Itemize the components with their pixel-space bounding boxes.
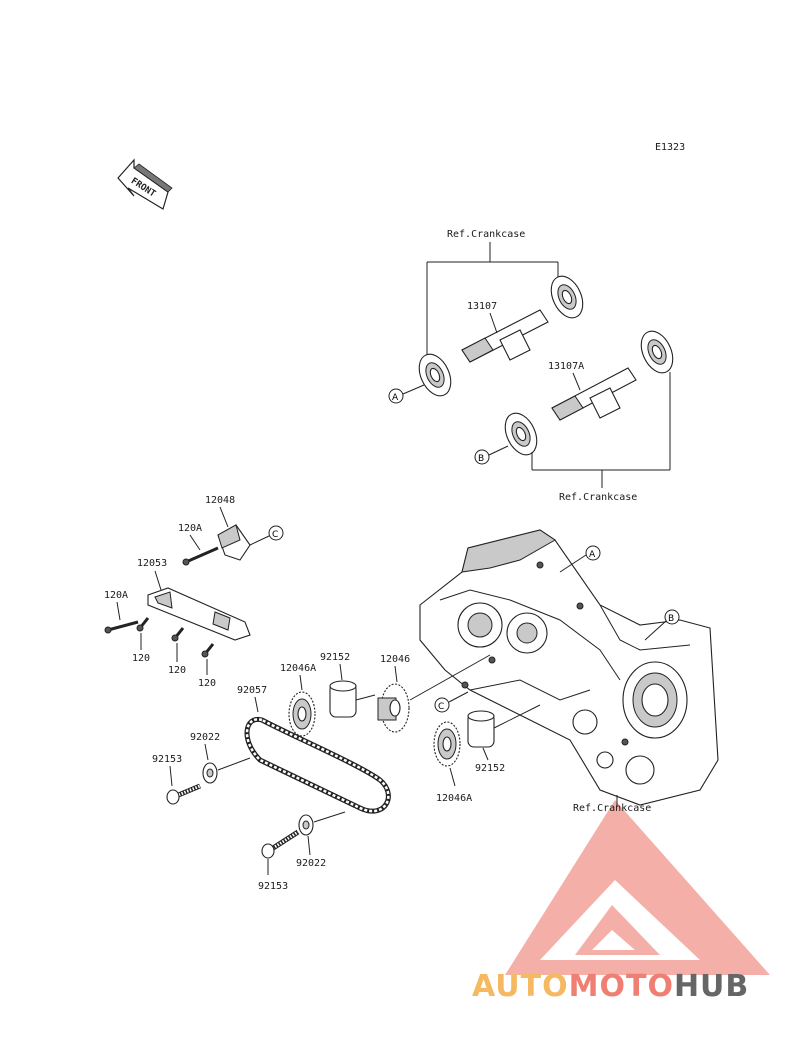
sprocket-12046: [377, 683, 410, 733]
bolt-120a-left: [104, 620, 139, 634]
bolt-120-a: [136, 617, 150, 632]
front-arrow: FRONT: [117, 158, 173, 210]
bearing-top-right: [550, 275, 584, 319]
shaft-13107a: [551, 367, 637, 421]
svg-text:A: A: [589, 550, 596, 560]
leader-3: [493, 704, 541, 729]
callout-a-case: A: [559, 545, 601, 573]
leader-2: [409, 654, 491, 701]
label-13107: 13107: [467, 301, 497, 312]
callout-b-case: B: [644, 609, 680, 641]
label-13107a: 13107A: [548, 361, 584, 372]
callout-a-top: A: [388, 384, 425, 404]
bolt-92153-top: [166, 783, 201, 805]
label-12046a-top: 12046A: [280, 663, 316, 674]
label-120-b: 120: [168, 665, 186, 676]
svg-text:B: B: [478, 454, 484, 464]
label-120-a: 120: [132, 653, 150, 664]
watermark-text: AUTOMOTOHUB: [472, 969, 749, 1004]
bolt-120a-top: [182, 546, 219, 566]
svg-text:AUTOMOTOHUB: AUTOMOTOHUB: [472, 969, 749, 1004]
label-92022-top: 92022: [190, 732, 220, 743]
sprocket-12046a-bottom: [433, 721, 461, 767]
label-92057: 92057: [237, 685, 267, 696]
chain-92057: [244, 716, 391, 814]
bolt-92153-bottom: [261, 829, 300, 859]
ref-crankcase-top-label: Ref.Crankcase: [447, 229, 525, 240]
callout-c-tensioner: C: [249, 525, 284, 546]
svg-text:C: C: [272, 530, 278, 540]
sprocket-12046a-top: [288, 691, 316, 737]
washer-92022-bottom: [298, 814, 314, 836]
label-92022-bottom: 92022: [296, 858, 326, 869]
label-12048: 12048: [205, 495, 235, 506]
watermark-logo: [505, 800, 770, 975]
collar-92152-bottom: [467, 710, 495, 748]
washer-92022-top: [202, 762, 218, 784]
label-92153-bottom: 92153: [258, 881, 288, 892]
crankcase: [419, 529, 719, 806]
ref-crankcase-mid-bracket: [531, 372, 671, 488]
callout-b-top: B: [474, 445, 509, 465]
svg-text:B: B: [668, 614, 674, 624]
svg-text:C: C: [438, 702, 444, 712]
leader-1: [355, 694, 376, 701]
watermark-hub: HUB: [674, 969, 749, 1004]
label-92152-top: 92152: [320, 652, 350, 663]
watermark-moto: MOTO: [569, 969, 674, 1004]
bearing-b: [504, 412, 538, 456]
shaft-13107: [461, 309, 549, 363]
bearing-mid-right: [640, 330, 674, 374]
watermark-auto: AUTO: [472, 969, 569, 1004]
collar-92152-top: [329, 680, 357, 718]
label-92152-bottom: 92152: [475, 763, 505, 774]
ref-crankcase-bottom-label: Ref.Crankcase: [573, 803, 651, 814]
guide-12053: [147, 587, 251, 641]
label-12046a-bottom: 12046A: [436, 793, 472, 804]
bearing-a: [418, 353, 452, 397]
ref-crankcase-mid-label: Ref.Crankcase: [559, 492, 637, 503]
label-12053: 12053: [137, 558, 167, 569]
label-120a-top: 120A: [178, 523, 202, 534]
label-12046: 12046: [380, 654, 410, 665]
label-120a-left: 120A: [104, 590, 128, 601]
label-120-c: 120: [198, 678, 216, 689]
bolt-120-c: [201, 643, 215, 658]
callout-c-case: C: [434, 691, 469, 713]
svg-text:A: A: [392, 393, 399, 403]
diagram-code: E1323: [655, 142, 685, 153]
bolt-120-b: [171, 627, 185, 642]
label-92153-top: 92153: [152, 754, 182, 765]
tensioner-12048: [217, 524, 251, 561]
